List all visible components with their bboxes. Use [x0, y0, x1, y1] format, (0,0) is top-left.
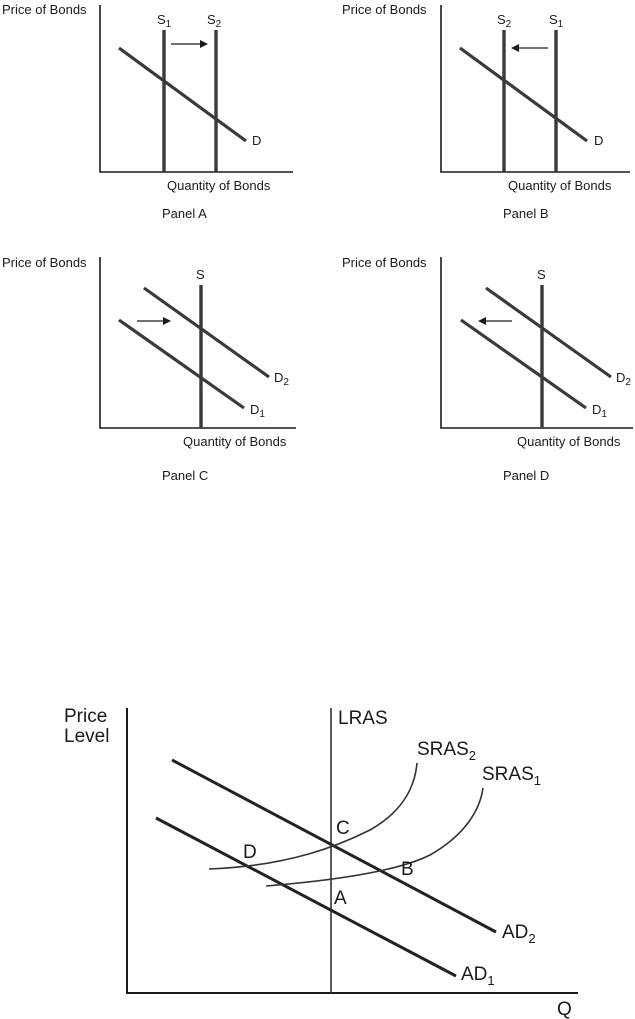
- panel-d-axes: [441, 257, 633, 428]
- panel-d: Price of Bonds S D2 D1 Quantity of Bonds…: [342, 255, 633, 483]
- panel-d-demand-curve-upper: [486, 288, 611, 377]
- panel-b-caption: Panel B: [503, 206, 549, 221]
- panel-d-demand-upper-label: D2: [616, 370, 631, 388]
- panel-c-x-axis-label: Quantity of Bonds: [183, 434, 287, 449]
- panel-b-supply-right-label: S1: [549, 12, 564, 30]
- point-d-label: D: [243, 842, 257, 863]
- panel-b-demand-curve: [460, 48, 587, 141]
- lras-label: LRAS: [338, 708, 388, 729]
- panel-b-x-axis-label: Quantity of Bonds: [508, 178, 612, 193]
- panel-a-y-axis-label: Price of Bonds: [2, 2, 87, 17]
- panel-c-demand-curve-upper: [144, 288, 269, 377]
- ad2-label: AD2: [502, 922, 536, 946]
- panel-c-y-axis-label: Price of Bonds: [2, 255, 87, 270]
- macro-y-axis-label-line1: Price: [64, 706, 107, 727]
- panel-d-supply-label: S: [537, 267, 546, 282]
- sras2-curve: [209, 763, 417, 869]
- macro-y-axis-label-line2: Level: [64, 726, 109, 747]
- sras2-label: SRAS2: [417, 739, 476, 763]
- panel-d-shift-left-arrow: [478, 317, 512, 325]
- panel-d-caption: Panel D: [503, 468, 549, 483]
- panel-c-shift-right-arrow: [137, 317, 171, 325]
- panel-c-demand-upper-label: D2: [274, 370, 289, 388]
- panel-a-shift-right-arrow: [171, 40, 208, 48]
- panel-d-y-axis-label: Price of Bonds: [342, 255, 427, 270]
- panel-b-demand-label: D: [594, 133, 603, 148]
- ad1-curve: [156, 818, 456, 976]
- panel-c-caption: Panel C: [162, 468, 208, 483]
- point-c-label: C: [336, 818, 350, 839]
- sras1-label: SRAS1: [482, 764, 541, 788]
- sras1-curve: [266, 788, 483, 886]
- panel-a-x-axis-label: Quantity of Bonds: [167, 178, 271, 193]
- panel-a-axes: [100, 5, 293, 172]
- panel-a: Price of Bonds S1 S2 D Quantity of Bonds…: [2, 2, 293, 221]
- panel-c-demand-lower-label: D1: [250, 402, 265, 420]
- panel-a-caption: Panel A: [162, 206, 207, 221]
- panel-c: Price of Bonds S D2 D1 Quantity of Bonds…: [2, 255, 296, 483]
- panel-c-demand-curve-lower: [119, 320, 244, 408]
- panel-b-y-axis-label: Price of Bonds: [342, 2, 427, 17]
- ad-as-diagram: Price Level Q LRAS SRAS2 SRAS1 AD2 AD1 C…: [64, 706, 578, 1019]
- panel-d-demand-curve-lower: [461, 320, 586, 408]
- point-b-label: B: [401, 859, 414, 880]
- ad1-label: AD1: [461, 964, 495, 988]
- panel-d-x-axis-label: Quantity of Bonds: [517, 434, 621, 449]
- panel-a-supply-right-label: S2: [207, 12, 222, 30]
- panel-c-axes: [100, 257, 296, 428]
- panel-a-supply-left-label: S1: [157, 12, 172, 30]
- panel-a-demand-label: D: [252, 133, 261, 148]
- panel-c-supply-label: S: [196, 267, 205, 282]
- panel-a-demand-curve: [119, 48, 246, 141]
- panel-b: Price of Bonds S2 S1 D Quantity of Bonds…: [342, 2, 630, 221]
- point-a-label: A: [334, 888, 347, 909]
- panel-b-shift-left-arrow: [511, 44, 548, 52]
- macro-x-axis-label: Q: [557, 999, 572, 1019]
- panel-b-supply-left-label: S2: [497, 12, 512, 30]
- panel-d-demand-lower-label: D1: [592, 402, 607, 420]
- macro-axes: [127, 708, 578, 993]
